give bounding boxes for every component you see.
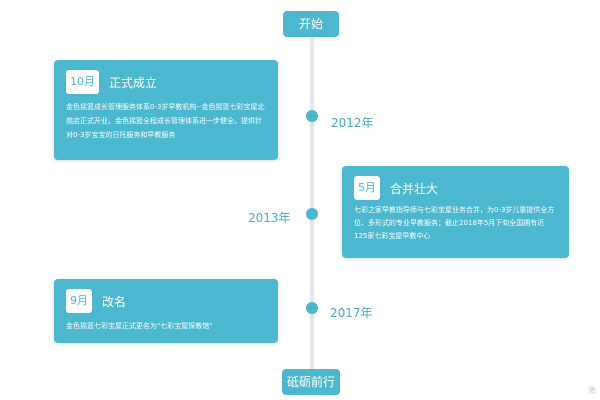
timeline-end-label: 砥砺前行 [282,369,340,395]
event-card-2012: 10月 正式成立 金色摇篮成长管理服务体系0-3岁早教机构--金色摇篮七彩宝屋北… [54,60,278,160]
year-label-2017: 2017年 [330,306,373,320]
month-badge: 9月 [66,289,92,313]
event-description: 金色摇篮成长管理服务体系0-3岁早教机构--金色摇篮七彩宝屋北苑店正式开业。金色… [66,103,265,139]
event-title: 合并壮大 [390,181,439,196]
timeline-dot-2013 [306,208,318,220]
timeline-start-label: 开始 [283,11,339,37]
event-card-2013: 5月 合并壮大 七彩之家早教指导师与七彩宝屋业务合并，为0-3岁儿童提供全方位、… [342,166,569,258]
timeline-dot-2017 [306,302,318,314]
year-label-2013: 2013年 [248,211,291,225]
timeline-axis [310,30,314,375]
event-card-header: 5月 合并壮大 [354,176,557,200]
month-badge: 5月 [354,176,380,200]
event-description: 金色摇篮七彩宝屋正式更名为"七彩宝屋探教馆" [66,322,213,330]
event-card-header: 9月 改名 [66,289,266,313]
watermark: 激 [588,386,596,395]
event-title: 改名 [102,294,127,309]
year-label-2012: 2012年 [331,116,374,130]
event-title: 正式成立 [109,75,158,90]
month-badge: 10月 [66,70,99,94]
event-card-2017: 9月 改名 金色摇篮七彩宝屋正式更名为"七彩宝屋探教馆" [54,279,278,343]
event-card-header: 10月 正式成立 [66,70,266,94]
timeline-dot-2012 [306,110,318,122]
event-description: 七彩之家早教指导师与七彩宝屋业务合并，为0-3岁儿童提供全方位、多形式的专业早教… [354,206,555,240]
